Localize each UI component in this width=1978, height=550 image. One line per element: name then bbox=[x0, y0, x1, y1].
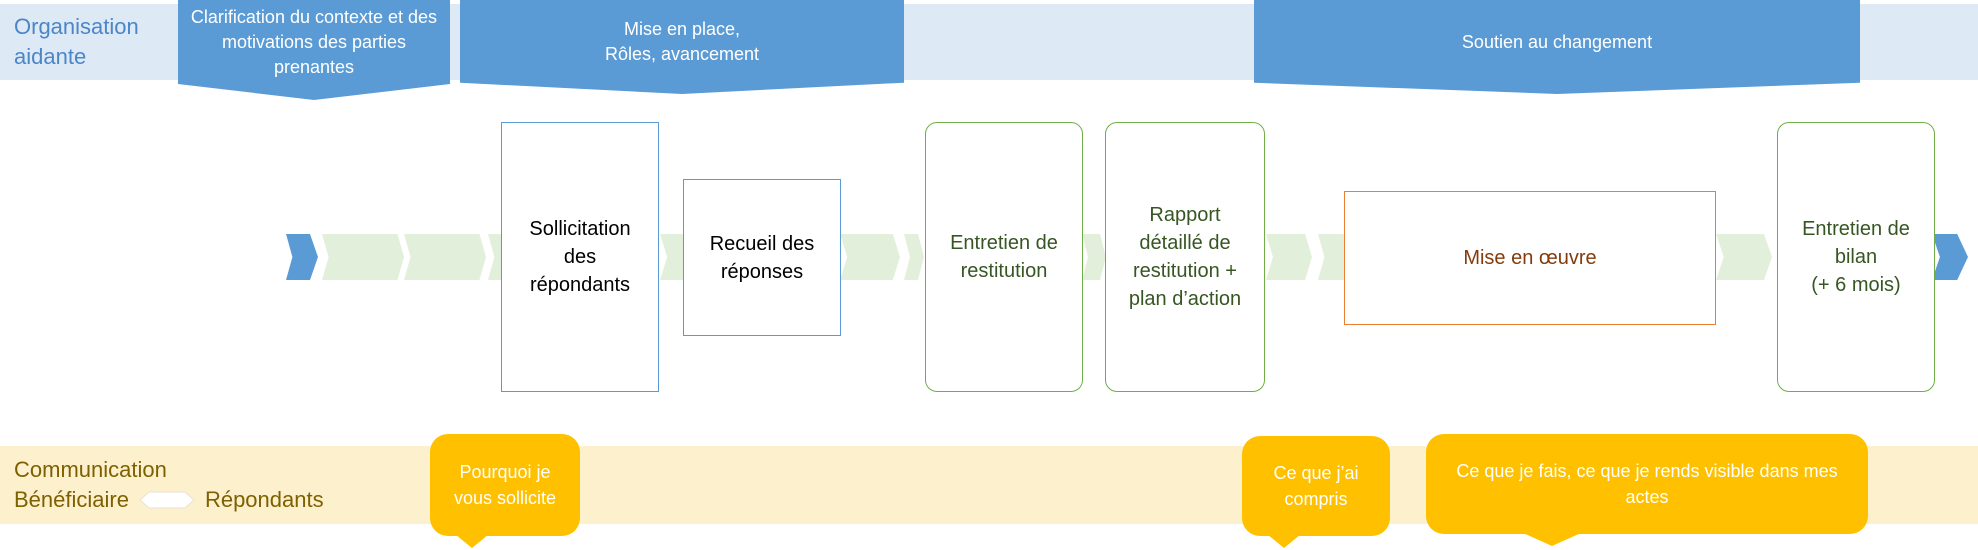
step-sollicitation: Sollicitation des répondants bbox=[501, 122, 659, 392]
step-entretien-bilan: Entretien de bilan (+ 6 mois) bbox=[1777, 122, 1935, 392]
beneficiaire-label: Bénéficiaire bbox=[14, 487, 129, 512]
process-line-chevron bbox=[404, 234, 486, 280]
phase-clarification: Clarification du contexte et des motivat… bbox=[178, 0, 450, 100]
process-line-chevron bbox=[840, 234, 900, 280]
process-line-chevron bbox=[322, 234, 404, 280]
repondants-label: Répondants bbox=[204, 487, 324, 512]
process-line-chevron bbox=[904, 234, 924, 280]
step-rapport-plan-action: Rapport détaillé de restitution + plan d… bbox=[1105, 122, 1265, 392]
callout-pourquoi: Pourquoi je vous sollicite bbox=[430, 434, 580, 536]
phase-soutien: Soutien au changement bbox=[1254, 0, 1860, 94]
process-end-chevron bbox=[1932, 234, 1968, 280]
process-start-chevron bbox=[286, 234, 318, 280]
bidirectional-arrow-icon bbox=[139, 491, 195, 509]
callout-je-fais: Ce que je fais, ce que je rends visible … bbox=[1426, 434, 1868, 534]
process-line-chevron bbox=[1266, 234, 1312, 280]
phase-mise-en-place: Mise en place, Rôles, avancement bbox=[460, 0, 904, 94]
communication-lane-label: Communication Bénéficiaire Répondants bbox=[14, 455, 324, 515]
process-line-chevron bbox=[1082, 234, 1106, 280]
organisation-lane-label: Organisation aidante bbox=[14, 14, 139, 69]
communication-parties: Bénéficiaire Répondants bbox=[14, 485, 324, 515]
step-recueil: Recueil des réponses bbox=[683, 179, 841, 336]
callout-compris: Ce que j’ai compris bbox=[1242, 436, 1390, 536]
communication-label: Communication bbox=[14, 457, 167, 482]
step-mise-en-oeuvre: Mise en œuvre bbox=[1344, 191, 1716, 325]
step-entretien-restitution: Entretien de restitution bbox=[925, 122, 1083, 392]
